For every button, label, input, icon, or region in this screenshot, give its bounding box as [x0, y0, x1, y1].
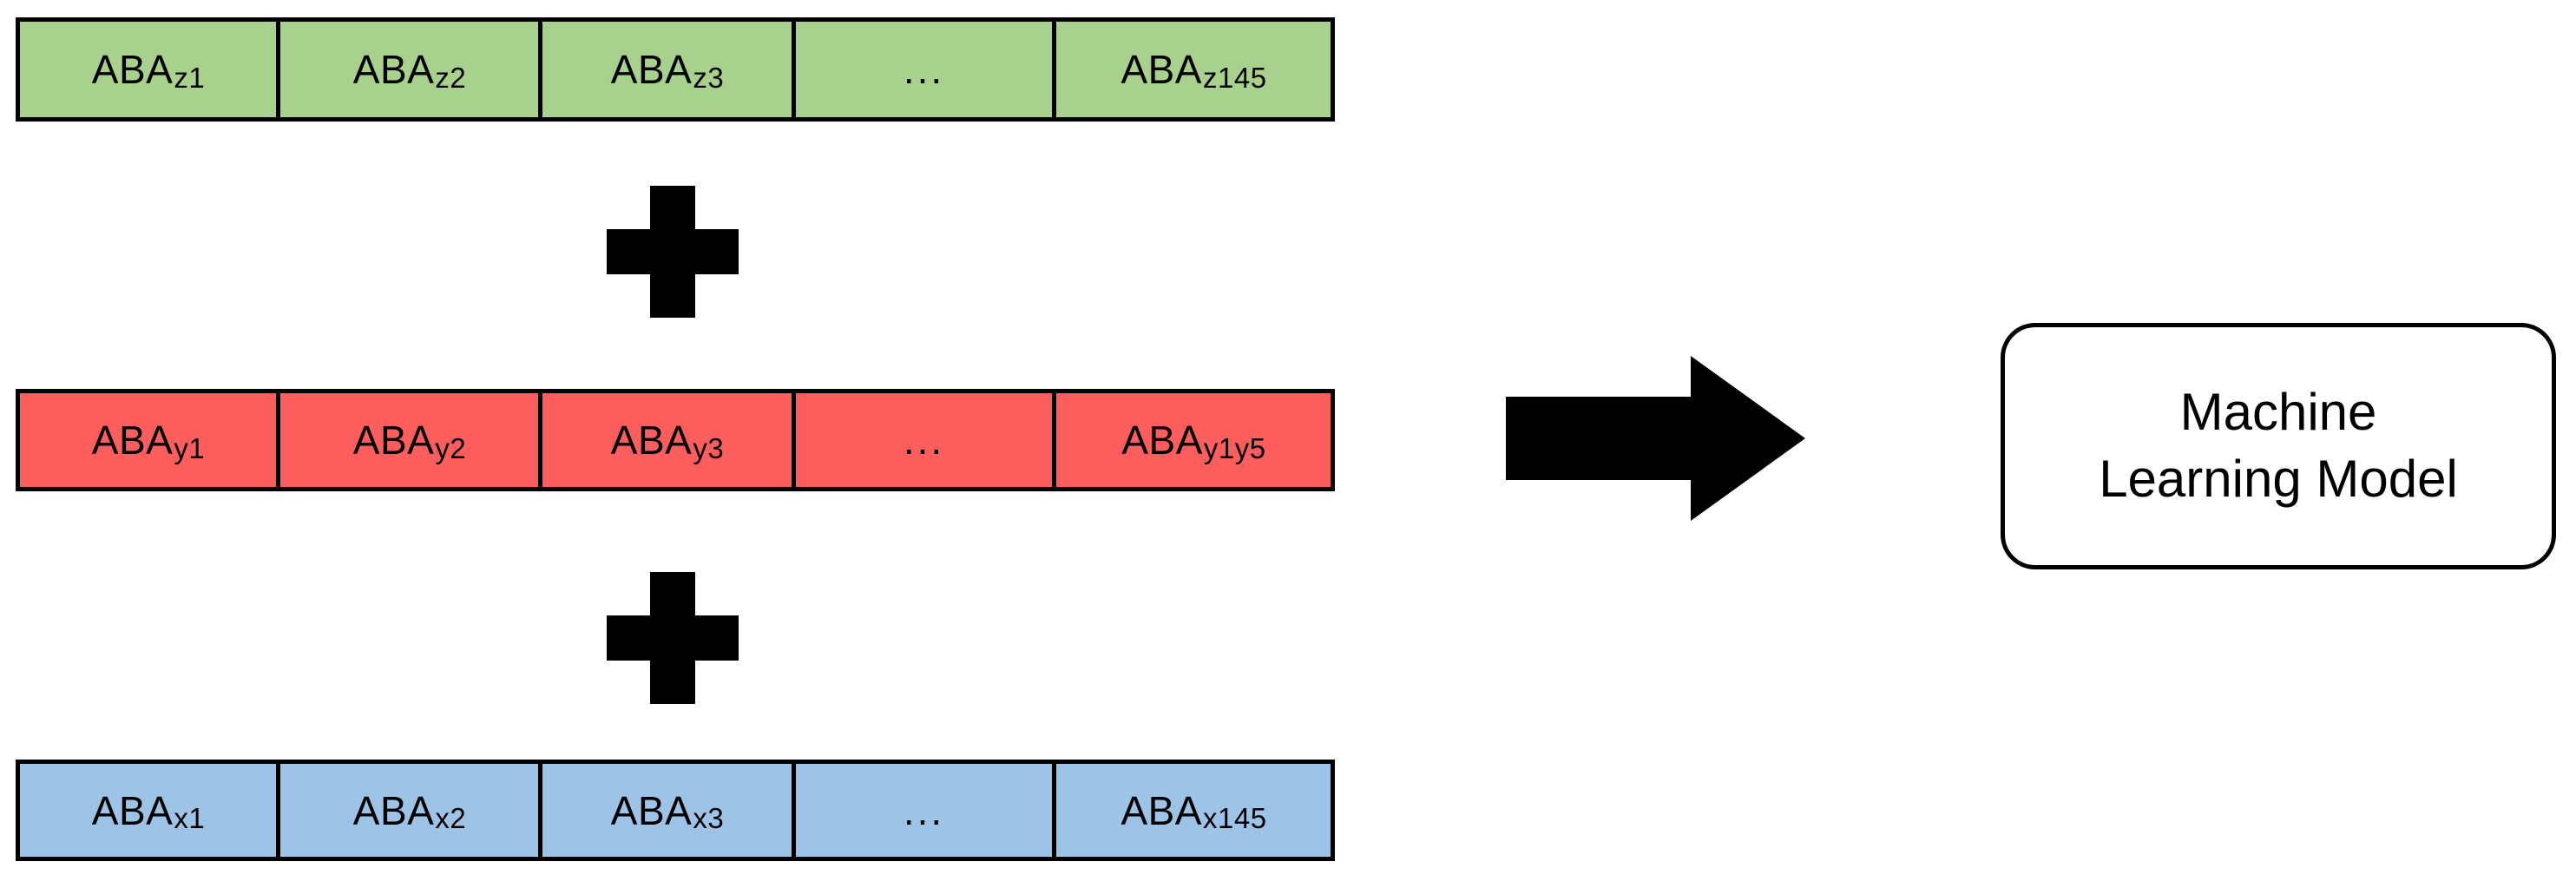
vector-cell-y-ellipsis: ...: [796, 393, 1056, 487]
vector-cell-base: ABA: [1120, 787, 1202, 833]
vector-cell-subscript: x145: [1202, 802, 1267, 834]
ellipsis-label: ...: [903, 787, 945, 833]
model-box-line-1: Machine: [2179, 383, 2377, 442]
vector-cell-base: ABA: [352, 47, 435, 92]
vector-cell-base: ABA: [1120, 47, 1202, 92]
right-arrow-icon: [1506, 356, 1805, 521]
plus-horizontal-bar: [607, 229, 739, 274]
vector-cell-base: ABA: [610, 787, 693, 833]
vector-cell-base: ABA: [610, 47, 693, 92]
vector-cell-subscript: y3: [693, 431, 725, 464]
vector-cell-x-ellipsis: ...: [796, 764, 1056, 857]
vector-cell-subscript: z145: [1202, 61, 1267, 94]
vector-cell-subscript: x1: [174, 802, 206, 834]
plus-horizontal-bar: [607, 615, 739, 661]
vector-cell-base: ABA: [91, 418, 174, 463]
ellipsis-label: ...: [903, 418, 945, 463]
vector-cell-base: ABA: [91, 787, 174, 833]
vector-cell-base: ABA: [610, 418, 693, 463]
ellipsis-label: ...: [903, 47, 945, 92]
vector-cell-subscript: z1: [174, 61, 206, 94]
vector-cell-subscript: y1y5: [1203, 431, 1266, 464]
machine-learning-model-box: Machine Learning Model: [2001, 323, 2556, 569]
vector-cell-subscript: x2: [435, 802, 467, 834]
vector-cell-z-ellipsis: ...: [796, 22, 1056, 117]
vector-cell-subscript: z2: [435, 61, 467, 94]
vector-cell-base: ABA: [1121, 418, 1203, 463]
vector-cell-base: ABA: [352, 787, 435, 833]
plus-icon: [607, 186, 739, 318]
vector-cell-subscript: y1: [174, 431, 206, 464]
vector-cell-subscript: x3: [693, 802, 725, 834]
vector-cell-subscript: y2: [435, 431, 467, 464]
vector-cell-base: ABA: [352, 418, 435, 463]
plus-icon: [607, 572, 739, 704]
vector-cell-subscript: z3: [693, 61, 725, 94]
vector-cell-base: ABA: [91, 47, 174, 92]
model-box-line-2: Learning Model: [2099, 450, 2458, 508]
